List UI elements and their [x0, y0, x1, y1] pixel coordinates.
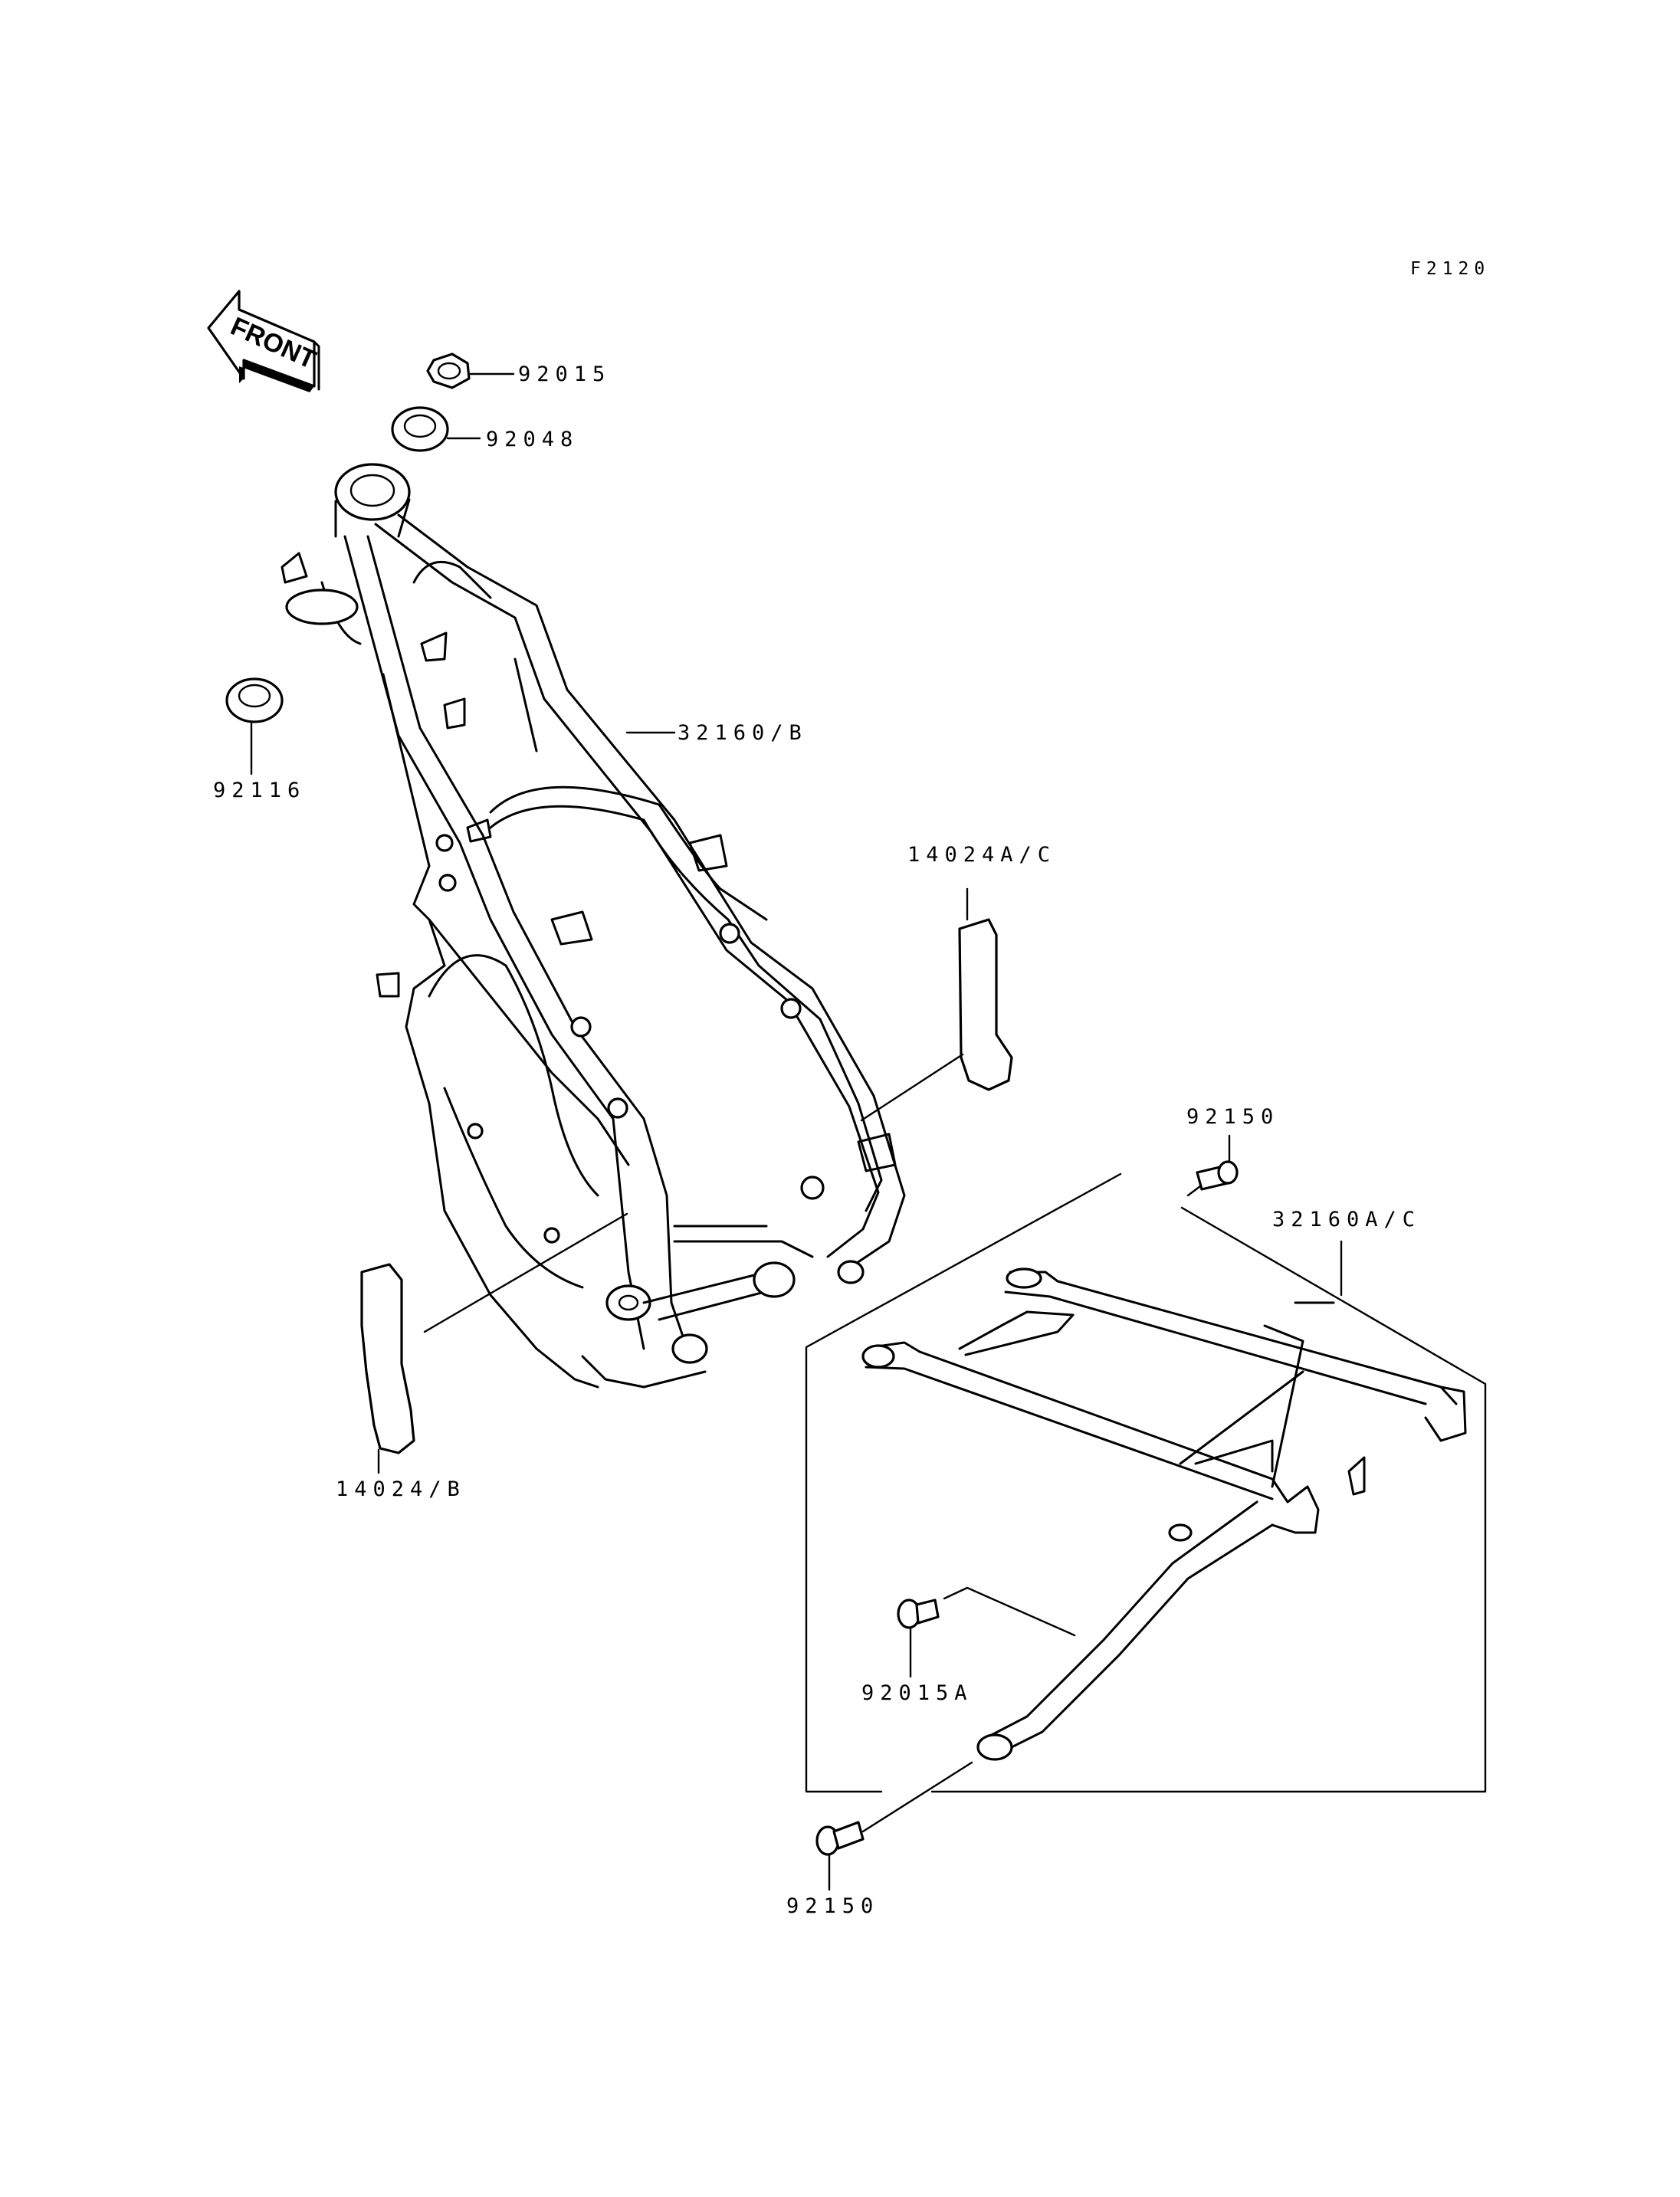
subframe-32160ac-part — [861, 1267, 1467, 1761]
callout-label-92048: 92048 — [486, 428, 579, 451]
callout-label-92150-bottom: 92150 — [786, 1894, 880, 1918]
seal-92116-part — [225, 677, 284, 776]
figure-code: F2120 — [1410, 259, 1491, 279]
guard-14024ac-part — [860, 887, 1013, 1122]
callout-label-92150-top: 92150 — [1186, 1105, 1280, 1129]
callout-label-14024b: 14024/B — [336, 1477, 466, 1501]
callout-label-14024ac: 14024A/C — [907, 843, 1057, 867]
nut-92015-part — [426, 353, 515, 389]
callout-label-32160ac: 32160A/C — [1272, 1208, 1422, 1231]
bolt-92150-top-part — [1186, 1134, 1239, 1197]
guard-14024b-part — [360, 1212, 628, 1474]
callout-label-92116: 92116 — [213, 779, 307, 802]
bolt-92150-bottom-part — [815, 1761, 973, 1891]
callout-label-32160b: 32160/B — [678, 721, 808, 745]
seal-92048-part — [391, 406, 481, 452]
bolt-92015a-part — [897, 1586, 1076, 1678]
callout-label-92015a: 92015A — [861, 1681, 973, 1705]
front-direction-arrow-icon: FRONT — [207, 290, 320, 392]
subframe-32160ac-box — [805, 1172, 1487, 1793]
main-frame-32160b-part — [281, 463, 906, 1389]
callout-label-92015: 92015 — [518, 362, 612, 386]
